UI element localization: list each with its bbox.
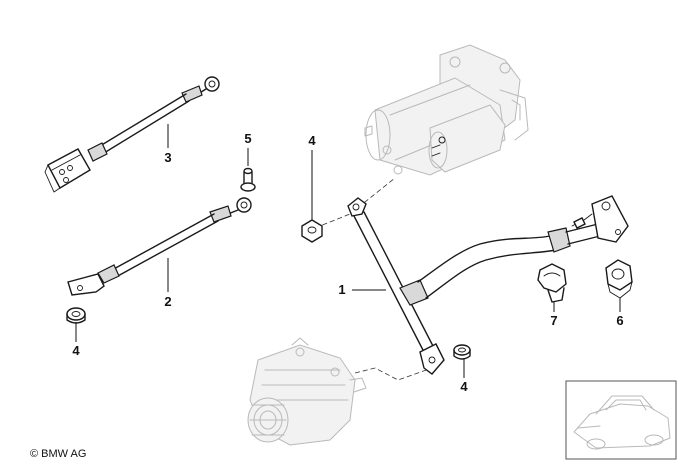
part-4-nut-left <box>66 307 86 324</box>
part-4-nut-middle <box>301 219 323 243</box>
callout-4-left: 4 <box>72 343 80 358</box>
connection-line-starter <box>314 177 396 229</box>
callout-2: 2 <box>164 294 171 309</box>
leader-lines <box>75 124 621 378</box>
part-7-cable-clip <box>537 263 567 303</box>
starter-motor-illustration <box>364 44 529 176</box>
part-5-bolt <box>240 167 256 192</box>
part-1-battery-cable <box>347 195 629 375</box>
part-2-ground-cable <box>67 197 252 296</box>
part-3-cable-with-plug <box>44 76 220 193</box>
part-6-nut <box>605 259 633 299</box>
callout-6: 6 <box>616 313 623 328</box>
vehicle-thumbnail <box>565 380 677 460</box>
copyright-notice: © BMW AG <box>30 448 86 460</box>
connection-line-alternator <box>354 367 433 381</box>
callout-3: 3 <box>164 150 171 165</box>
part-4-nut-lower <box>453 344 471 360</box>
callout-4-middle: 4 <box>308 133 316 148</box>
callout-5: 5 <box>244 131 251 146</box>
callout-4-lower: 4 <box>460 379 468 394</box>
alternator-illustration <box>247 337 367 446</box>
callout-1: 1 <box>338 282 345 297</box>
callout-7: 7 <box>550 313 557 328</box>
